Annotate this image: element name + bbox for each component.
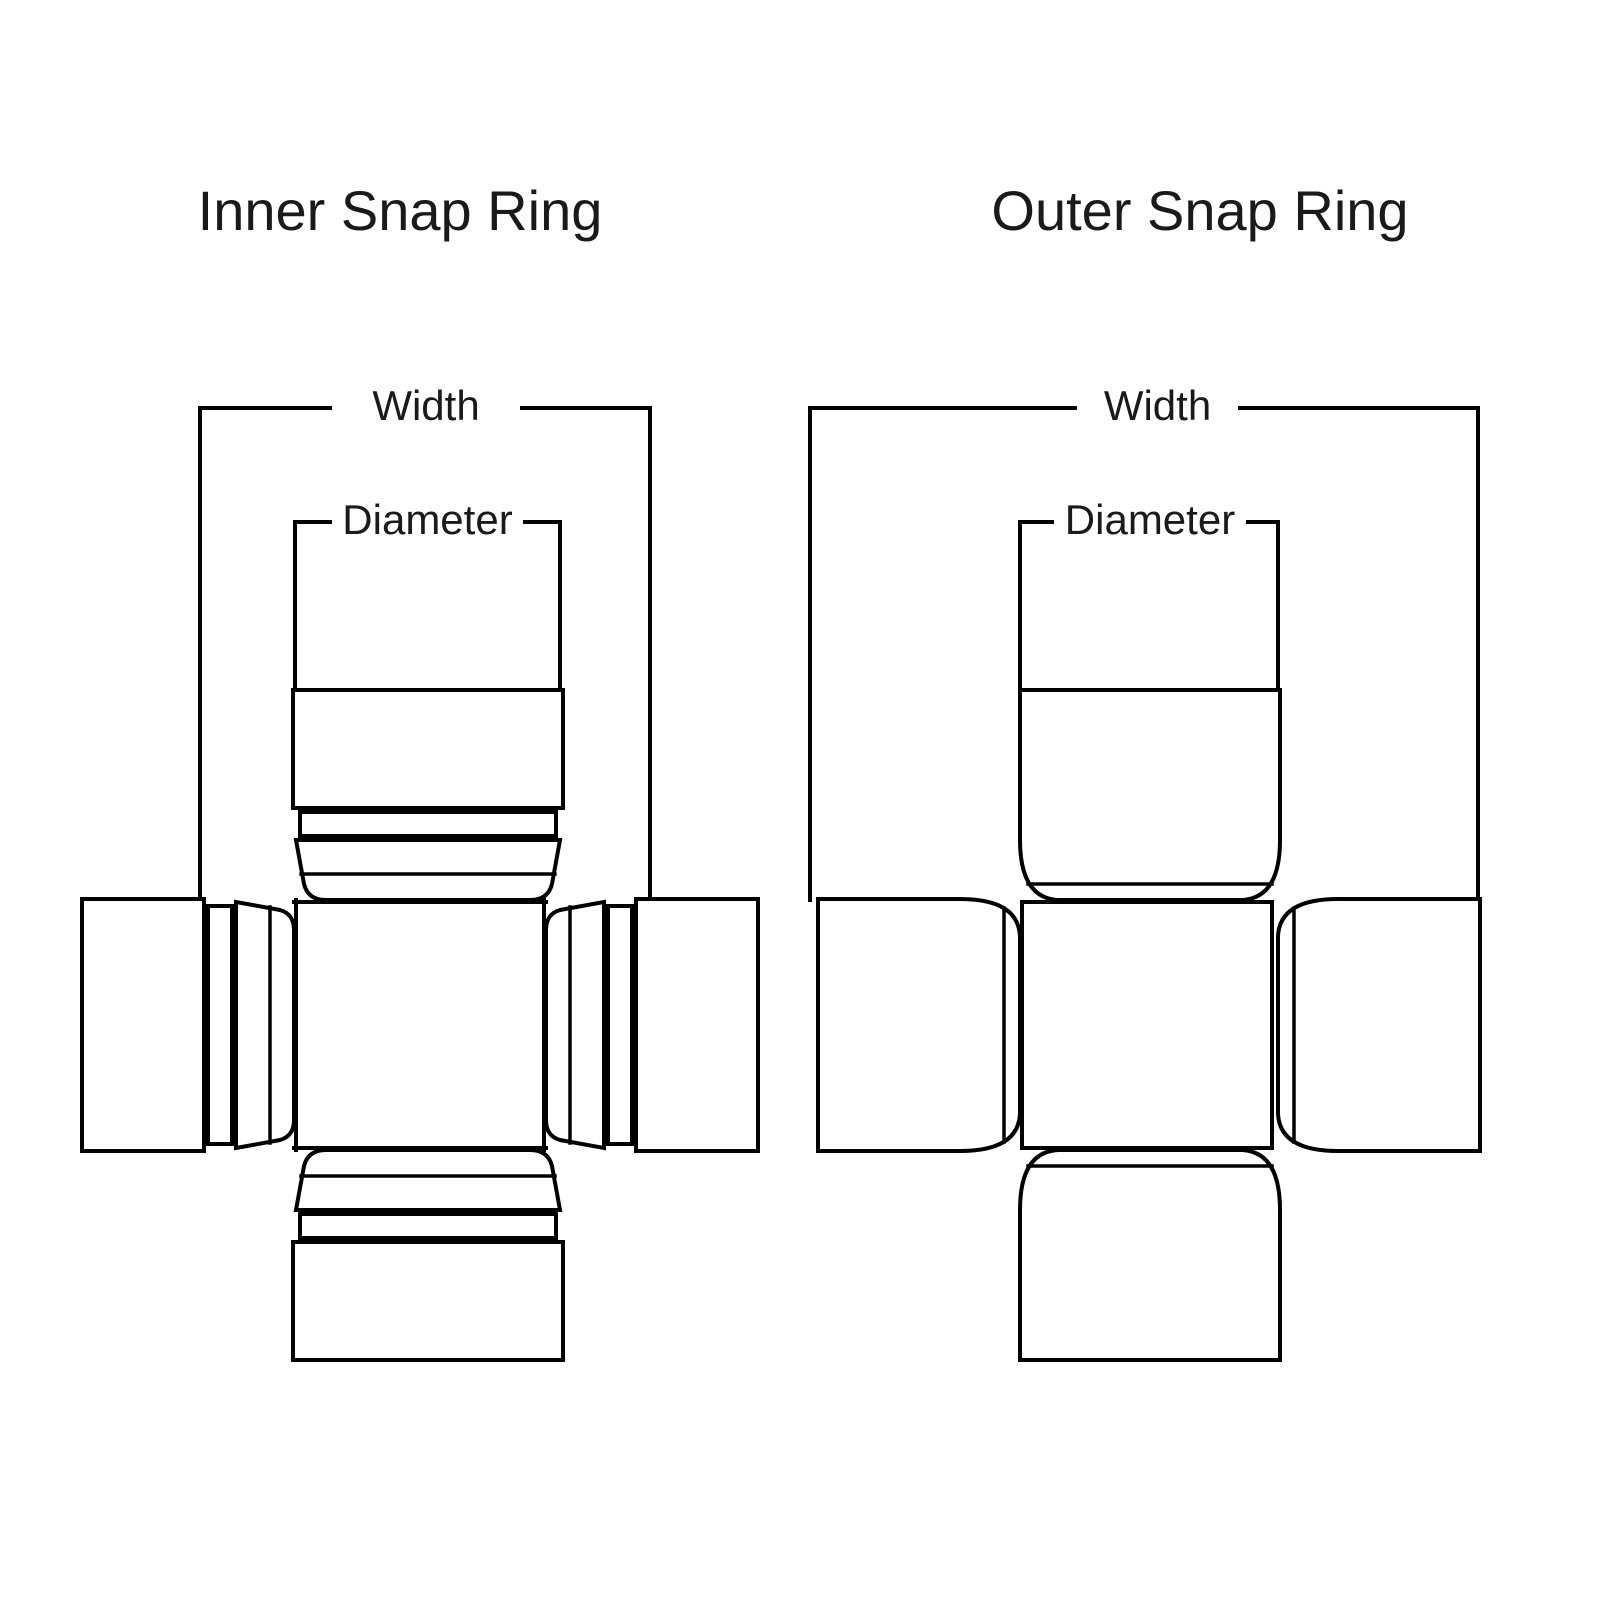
top-cap-groove-inner <box>298 810 558 838</box>
bottom-cap-groove-inner <box>298 1212 558 1240</box>
right-cap-body-inner <box>634 897 760 1153</box>
center-hub-outer <box>1020 900 1274 1150</box>
inner-width-label: Width <box>372 382 480 429</box>
inner-diameter-dimension <box>293 520 562 692</box>
hub-fillet-br-inner <box>541 1145 549 1153</box>
bottom-shoulder-inner <box>293 1148 563 1212</box>
right-cap-groove-inner <box>606 904 634 1146</box>
outer-diameter-dimension <box>1018 520 1280 692</box>
top-cap-body-inner <box>291 688 565 810</box>
inner-diameter-label: Diameter <box>342 496 513 543</box>
hub-fillet-bl-inner <box>291 1145 299 1153</box>
right-cap-body-outer <box>1276 897 1482 1153</box>
bottom-cap-body-outer <box>1018 1148 1282 1362</box>
left-cap-body-inner <box>80 897 206 1153</box>
outer-diameter-label: Diameter <box>1064 496 1236 543</box>
hub-fillet-tr-inner <box>541 897 549 905</box>
right-shoulder-inner <box>544 899 606 1151</box>
inner-snap-ring-cross <box>80 406 760 1362</box>
panel-outer-snap-ring: Outer Snap Ring <box>800 0 1600 1600</box>
outer-snap-ring-cross <box>808 406 1482 1362</box>
panel-title-outer: Outer Snap Ring <box>991 179 1409 242</box>
panel-title-inner: Inner Snap Ring <box>197 179 603 242</box>
center-hub-inner <box>294 900 546 1150</box>
top-cap-body-outer <box>1018 688 1282 902</box>
left-cap-groove-inner <box>206 904 234 1146</box>
top-shoulder-inner <box>293 838 563 902</box>
panel-inner-snap-ring: Inner Snap Ring <box>197 179 603 242</box>
outer-width-dimension <box>808 406 1480 902</box>
hub-fillet-tl-inner <box>291 897 299 905</box>
inner-width-dimension <box>198 406 652 902</box>
left-cap-body-outer <box>816 897 1022 1153</box>
outer-width-label: Width <box>1103 382 1212 429</box>
left-shoulder-inner <box>234 899 296 1151</box>
bottom-cap-body-inner <box>291 1240 565 1362</box>
